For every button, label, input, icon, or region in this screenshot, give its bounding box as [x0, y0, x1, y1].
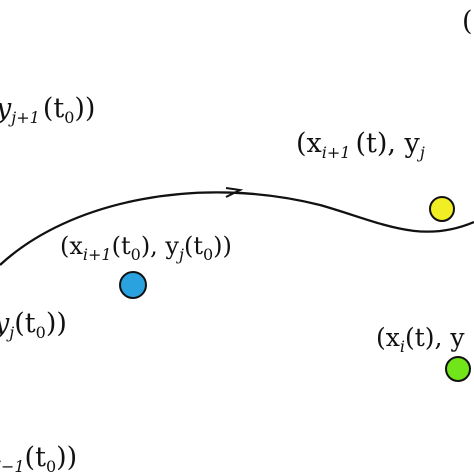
direction-arrow	[225, 187, 244, 198]
label-initial-point: (xi+1(t0), yj(t0))	[60, 232, 232, 264]
blue-point	[119, 271, 147, 299]
yellow-point	[429, 196, 455, 222]
label-y-j: yj(t0))	[0, 308, 67, 342]
label-y-j-plus-1: yj+1(t0))	[0, 93, 95, 127]
label-top-right-partial: (	[462, 6, 473, 37]
label-moving-point-upper: (xi+1(t), yj	[296, 128, 425, 162]
green-point	[445, 356, 471, 382]
trajectory-curve	[0, 191, 474, 266]
label-moving-point-lower: (xi(t), y	[376, 323, 465, 356]
label-y-j-minus-1: j−1(t0))	[0, 442, 77, 474]
